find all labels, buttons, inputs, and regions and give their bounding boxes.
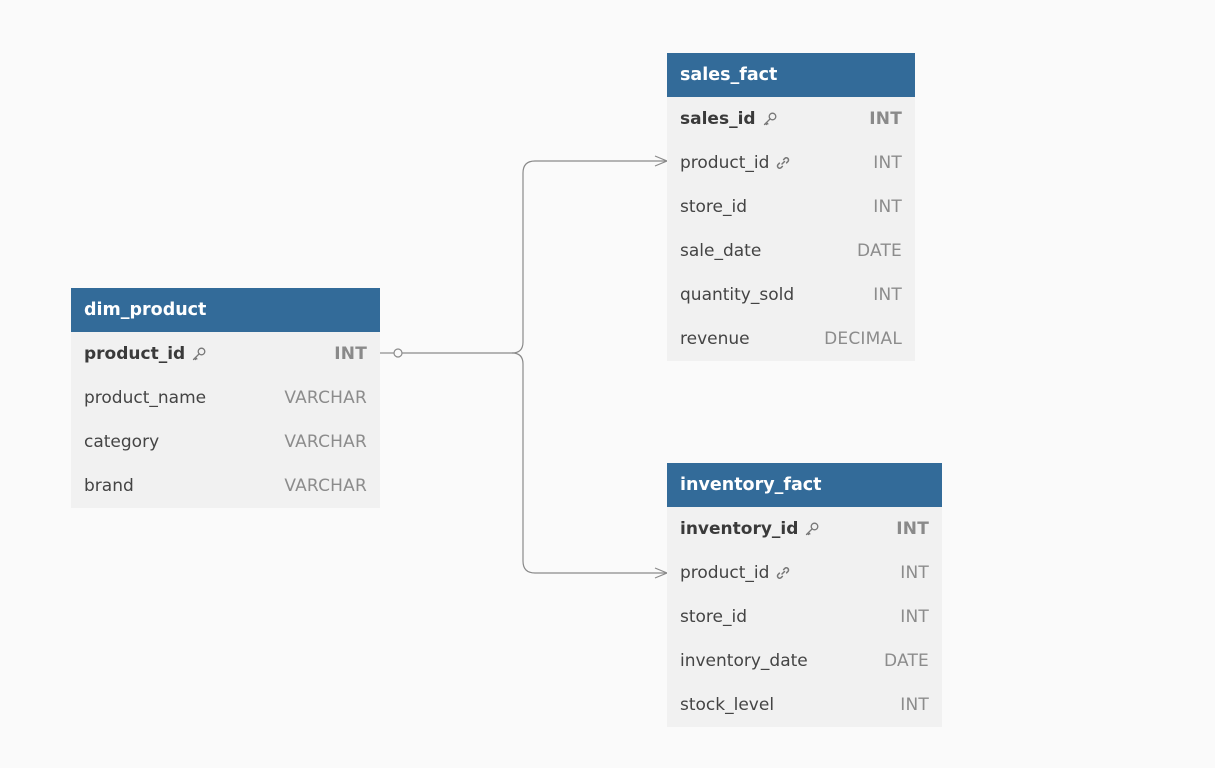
column-type: INT [900,695,929,715]
column-row[interactable]: product_id INT [667,141,915,185]
column-row[interactable]: store_id INT [667,185,915,229]
column-name: sales_id [680,109,756,129]
column-type: DATE [883,651,929,671]
column-name-cell: sale_date [680,241,761,261]
column-name: product_id [680,563,770,583]
link-icon [775,155,791,171]
column-row[interactable]: inventory_id INT [667,507,942,551]
table-header[interactable]: dim_product [71,288,380,332]
column-name-cell: product_id [84,344,207,364]
column-row[interactable]: stock_level INT [667,683,942,727]
relationship-line-dim-product-to-inventory-fact[interactable] [511,352,667,574]
column-type: INT [873,197,902,217]
column-name-cell: brand [84,476,134,496]
column-name-cell: inventory_date [680,651,808,671]
column-row[interactable]: category VARCHAR [71,420,380,464]
column-row[interactable]: product_name VARCHAR [71,376,380,420]
column-row[interactable]: quantity_sold INT [667,273,915,317]
column-row[interactable]: product_id INT [71,332,380,376]
key-icon [804,521,820,537]
column-name: sale_date [680,241,762,261]
key-icon [762,111,778,127]
column-name-cell: store_id [680,197,747,217]
column-name: inventory_id [680,519,799,539]
column-name-cell: revenue [680,329,750,349]
column-row[interactable]: product_id INT [667,551,942,595]
column-type: INT [896,519,929,539]
column-name: category [84,432,160,452]
column-name: store_id [680,607,748,627]
key-icon [191,346,207,362]
column-name-cell: category [84,432,159,452]
column-name: product_name [84,388,207,408]
column-row[interactable]: inventory_date DATE [667,639,942,683]
column-type: INT [900,607,929,627]
column-type: INT [873,153,902,173]
column-type: DATE [856,241,902,261]
column-row[interactable]: store_id INT [667,595,942,639]
column-row[interactable]: sale_date DATE [667,229,915,273]
table-header[interactable]: sales_fact [667,53,915,97]
column-type: VARCHAR [284,388,367,408]
column-name-cell: quantity_sold [680,285,794,305]
table-header[interactable]: inventory_fact [667,463,942,507]
link-icon [775,565,791,581]
column-name-cell: product_id [680,563,791,583]
column-name: store_id [680,197,748,217]
column-name-cell: sales_id [680,109,778,129]
optional-one-marker [393,348,403,358]
column-name-cell: stock_level [680,695,774,715]
column-name: stock_level [680,695,775,715]
column-name: revenue [680,329,750,349]
column-name-cell: product_name [84,388,206,408]
column-name: quantity_sold [680,285,795,305]
column-row[interactable]: brand VARCHAR [71,464,380,508]
column-name-cell: store_id [680,607,747,627]
relationship-line-dim-product-to-sales-fact[interactable] [402,160,667,354]
column-name: product_id [680,153,770,173]
column-name-cell: inventory_id [680,519,820,539]
column-name-cell: product_id [680,153,791,173]
column-name: product_id [84,344,186,364]
column-type: INT [900,563,929,583]
column-type: VARCHAR [284,432,367,452]
column-type: DECIMAL [824,329,902,349]
column-row[interactable]: sales_id INT [667,97,915,141]
column-row[interactable]: revenue DECIMAL [667,317,915,361]
column-name: brand [84,476,134,496]
column-type: INT [873,285,902,305]
column-type: VARCHAR [284,476,367,496]
column-type: INT [869,109,902,129]
column-name: inventory_date [680,651,808,671]
column-type: INT [334,344,367,364]
